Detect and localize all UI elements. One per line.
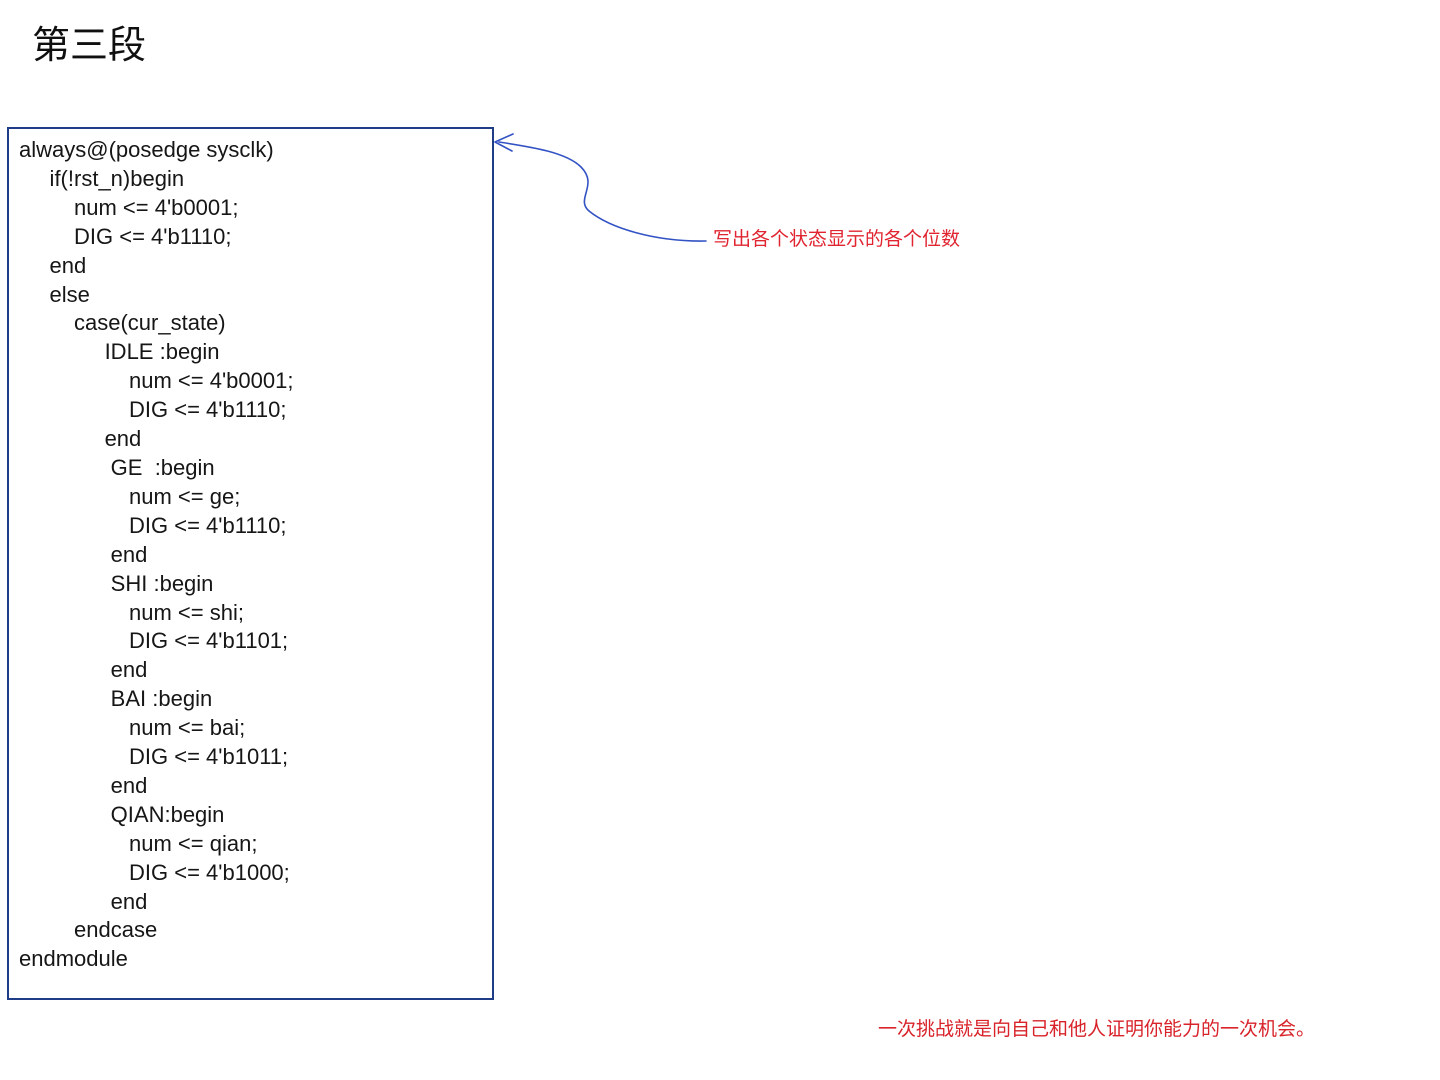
footer-quote: 一次挑战就是向自己和他人证明你能力的一次机会。 [878, 1019, 1316, 1040]
page-title: 第三段 [32, 25, 147, 67]
verilog-code-text: always@(posedge sysclk) if(!rst_n)begin … [19, 137, 294, 972]
annotation-text: 写出各个状态显示的各个位数 [713, 229, 961, 250]
verilog-code-block: always@(posedge sysclk) if(!rst_n)begin … [7, 127, 494, 1000]
